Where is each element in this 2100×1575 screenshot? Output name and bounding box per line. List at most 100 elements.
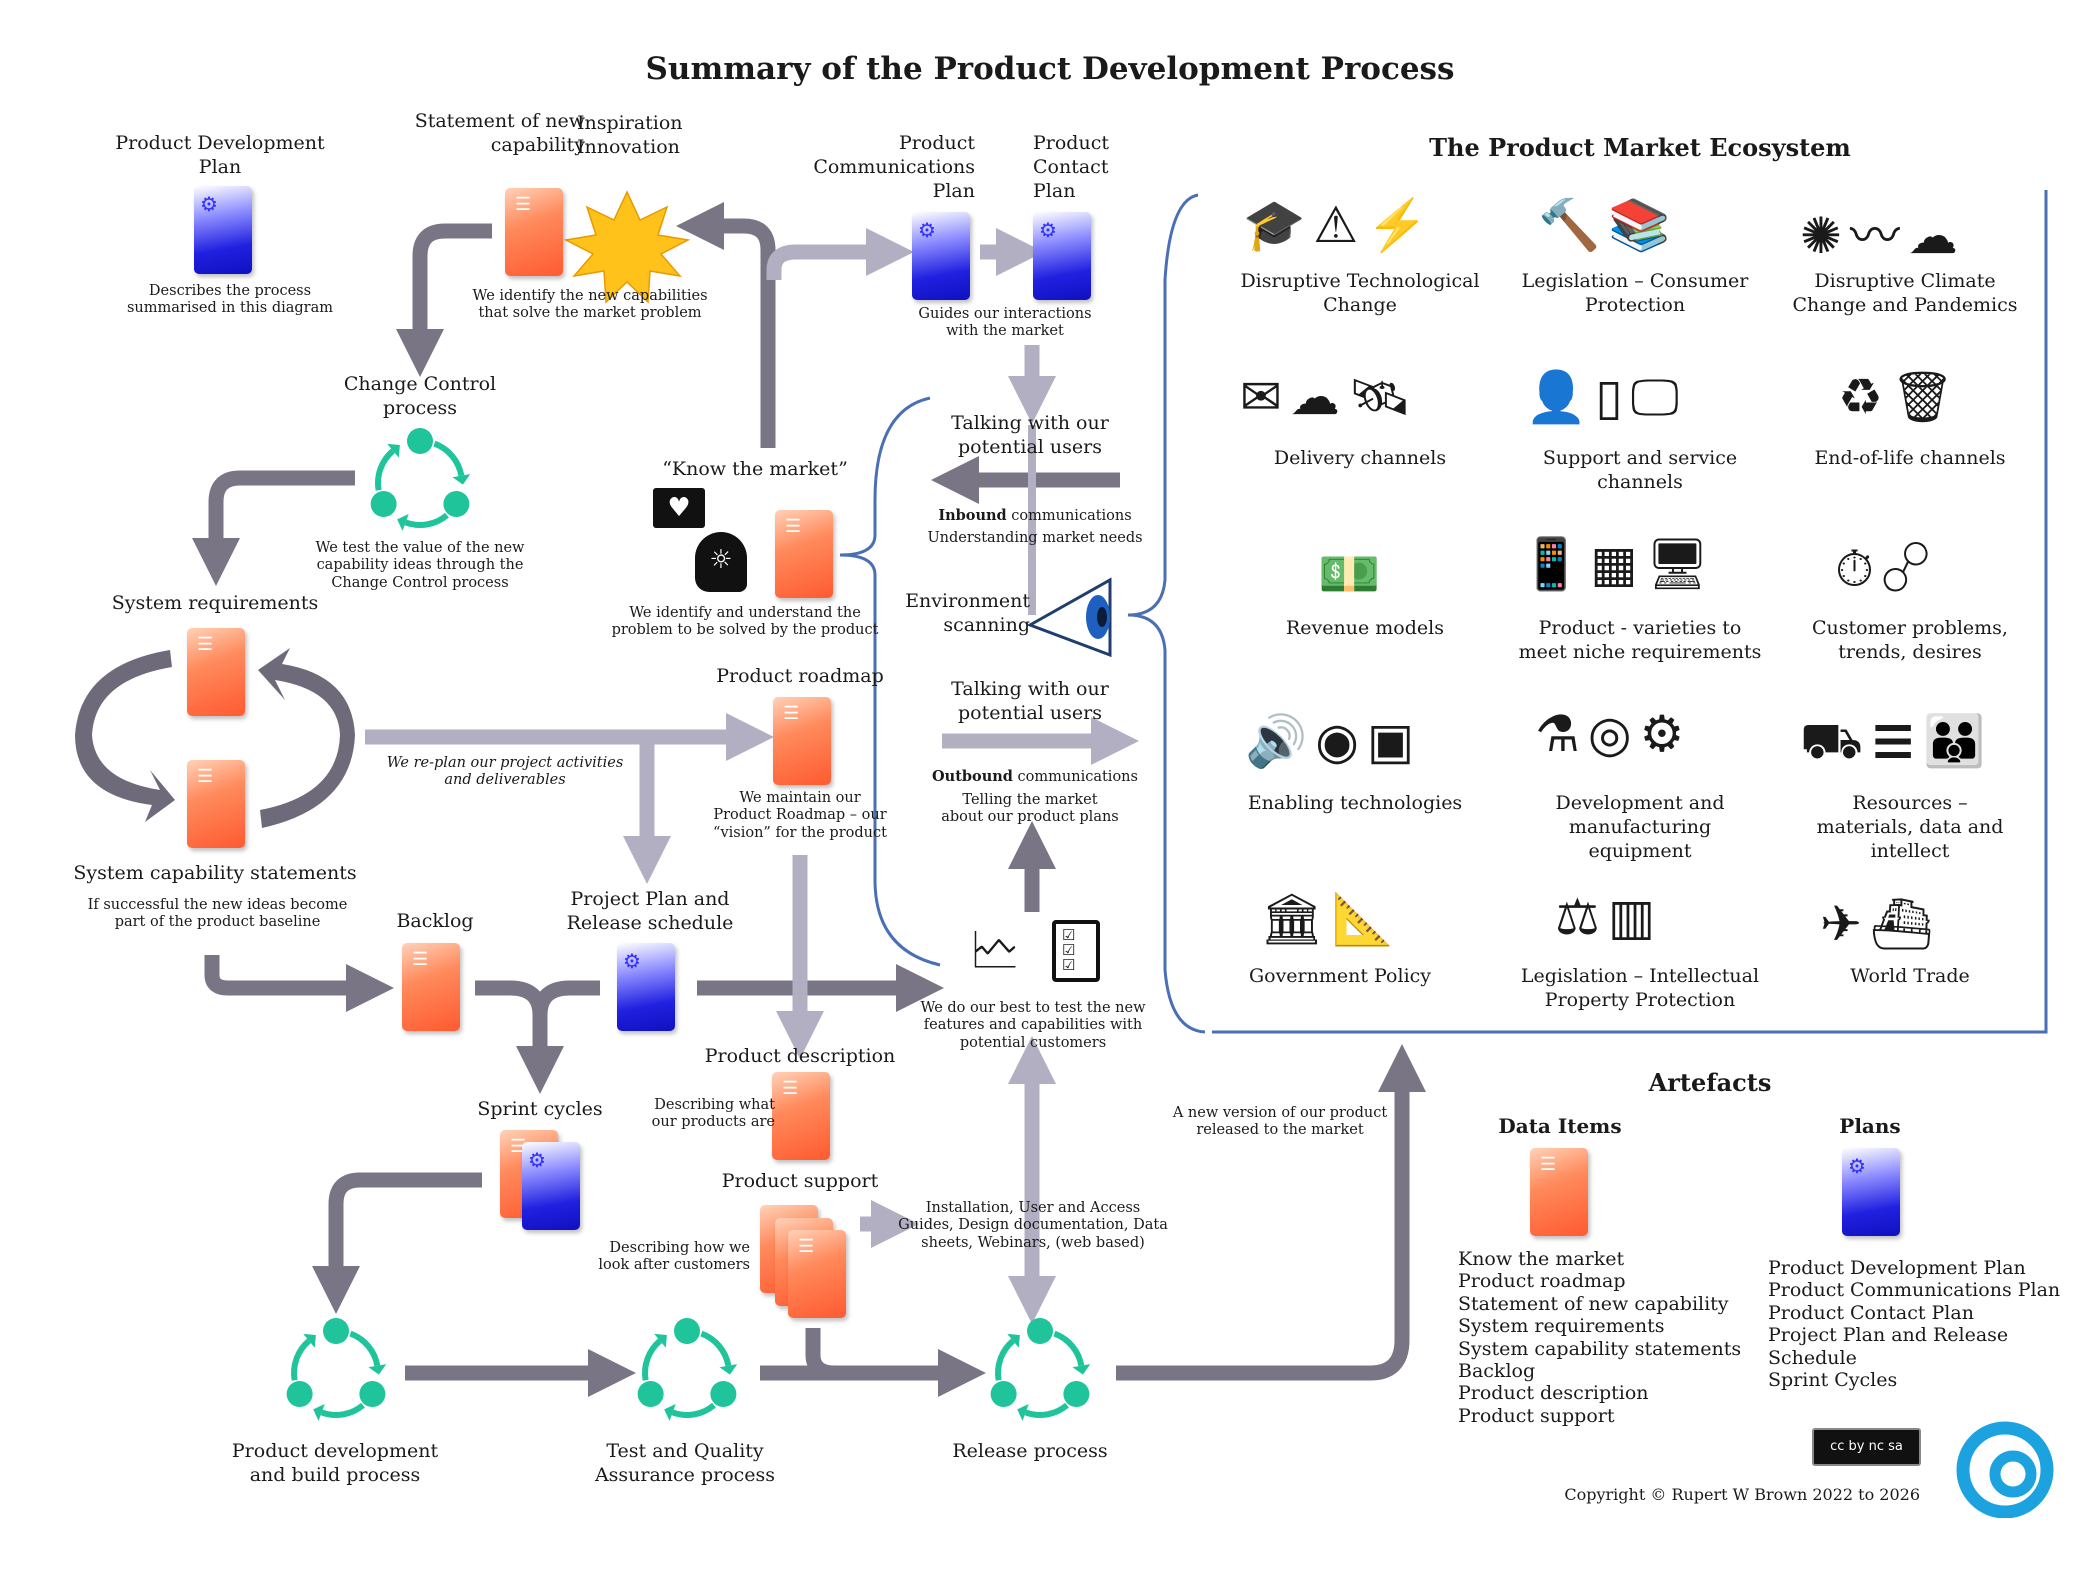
- plan-doc-icon: ⚙: [522, 1142, 580, 1230]
- ecosystem-title: The Product Market Ecosystem: [1429, 133, 1851, 162]
- eco-item-government: Government Policy: [1248, 965, 1432, 987]
- system-capability-label: System capability statements: [73, 862, 357, 884]
- eco-item-resources: Resources – materials, data and intellec…: [1816, 792, 2004, 862]
- eco-item-climate: Disruptive Climate Change and Pandemics: [1792, 270, 2018, 316]
- enabling-tech-icons: 🔊◉▣: [1245, 712, 1423, 770]
- plan-doc-icon: ⚙: [1033, 212, 1091, 300]
- talking-top-label: Talking with our potential users: [951, 412, 1109, 458]
- project-plan-label: Project Plan and Release schedule: [566, 888, 734, 934]
- arrow-capability-to-backlog: [204, 955, 395, 1013]
- roadmap-label: Product roadmap: [716, 665, 884, 687]
- ecosystem-frame: [1212, 190, 2048, 1034]
- talking-bottom-label: Talking with our potential users: [951, 678, 1109, 724]
- inbound-label: Inbound communications: [938, 507, 1132, 524]
- consumer-legislation-icons: 🔨📚: [1538, 196, 1679, 254]
- pdp-label: Product Development Plan: [115, 132, 325, 178]
- data-items-list: Know the market Product roadmap Statemen…: [1458, 1248, 1742, 1427]
- replan-caption: We re-plan our project activities and de…: [386, 755, 624, 789]
- contact-plan-label: Product Contact Plan: [1033, 132, 1109, 202]
- eco-item-customer-problems: Customer problems, trends, desires: [1812, 617, 2008, 663]
- comms-plan-label: Product Communications Plan: [813, 132, 975, 202]
- presenter-icon: 🗠: [970, 921, 1021, 979]
- inbound-sub: Understanding market needs: [927, 530, 1143, 546]
- arrow-to-comms-plan: [766, 227, 915, 280]
- qa-process-label: Test and Quality Assurance process: [594, 1440, 776, 1486]
- product-support-label: Product support: [721, 1170, 879, 1192]
- outbound-sub: Telling the market about our product pla…: [941, 792, 1119, 826]
- know-market-label: “Know the market”: [662, 458, 848, 480]
- government-icons: 🏛📐: [1260, 890, 1402, 948]
- data-doc-icon: ☰: [772, 1072, 830, 1160]
- arrow-know-market-to-inspiration: [675, 201, 776, 448]
- requirements-cycle-right: [258, 648, 355, 828]
- support-channel-icons: 👤▯🖵: [1525, 368, 1687, 426]
- eco-item-consumer-protection: Legislation – Consumer Protection: [1521, 270, 1749, 316]
- eco-item-ip-protection: Legislation – Intellectual Property Prot…: [1520, 965, 1760, 1011]
- data-doc-icon: ☰: [775, 510, 833, 598]
- system-capability-caption: If successful the new ideas become part …: [87, 897, 348, 931]
- arrow-sprint-to-build: [311, 1172, 482, 1315]
- build-process-label: Product development and build process: [231, 1440, 439, 1486]
- statement-label: Statement of new capability: [414, 110, 585, 156]
- qa-cycle-icon: [637, 1318, 738, 1421]
- arrow-support-to-release: [805, 1328, 836, 1381]
- data-doc-icon: ☰: [505, 188, 563, 276]
- revenue-icon: 💵: [1318, 545, 1381, 603]
- data-doc-icon: ☰: [773, 697, 831, 785]
- bracket-market-interactions: [839, 396, 941, 967]
- eco-item-disruptive-tech: Disruptive Technological Change: [1240, 270, 1480, 316]
- data-doc-icon: ☰: [187, 628, 245, 716]
- arrow-backlog-to-sprint: [475, 980, 565, 1095]
- product-support-caption: Describing how we look after customers: [598, 1240, 750, 1274]
- eco-item-enabling-tech: Enabling technologies: [1247, 792, 1463, 814]
- product-description-label: Product description: [704, 1045, 896, 1067]
- eye-icon: [1026, 577, 1112, 658]
- pdp-caption: Describes the process summarised in this…: [126, 283, 334, 317]
- comms-caption: Guides our interactions with the market: [918, 306, 1092, 340]
- checklist-icon: ☑☑☑: [1052, 920, 1100, 982]
- release-process-label: Release process: [952, 1440, 1108, 1462]
- change-control-label: Change Control process: [343, 373, 497, 419]
- data-doc-icon: ☰: [187, 760, 245, 848]
- logo-icon: [1955, 1418, 2055, 1519]
- head-idea-icon: ☼: [695, 532, 747, 592]
- inspiration-label: Inspiration Innovation: [577, 112, 683, 158]
- plan-doc-icon: ⚙: [194, 186, 252, 274]
- arrow-statement-to-change-control: [395, 223, 492, 378]
- installation-caption: Installation, User and Access Guides, De…: [898, 1200, 1168, 1251]
- eco-item-support: Support and service channels: [1542, 447, 1738, 493]
- test-caption: We do our best to test the new features …: [920, 1000, 1146, 1051]
- eco-item-end-of-life: End-of-life channels: [1814, 447, 2006, 469]
- statement-caption: We identify the new capabilities that so…: [472, 288, 708, 322]
- manufacturing-icons: ⚗◎⚙: [1535, 705, 1693, 763]
- page-title: Summary of the Product Development Proce…: [645, 51, 1455, 87]
- environment-scanning-label: Environment scanning: [905, 590, 1030, 636]
- plans-doc-icon: ⚙: [1842, 1148, 1900, 1236]
- eco-item-delivery: Delivery channels: [1273, 447, 1447, 469]
- change-control-cycle-icon: [370, 428, 471, 531]
- data-items-doc-icon: ☰: [1530, 1148, 1588, 1236]
- end-of-life-icons: ♻🗑: [1838, 368, 1963, 426]
- arrow-change-control-to-requirements: [191, 470, 355, 587]
- roadmap-caption: We maintain our Product Roadmap – our “v…: [713, 790, 887, 841]
- outbound-label: Outbound communications: [932, 768, 1138, 785]
- heart-chat-icon: ♥: [653, 488, 705, 528]
- data-doc-icon: ☰: [788, 1230, 846, 1318]
- delivery-channel-icons: ✉☁🛰: [1240, 368, 1420, 426]
- eco-item-revenue: Revenue models: [1286, 617, 1444, 639]
- eco-item-world-trade: World Trade: [1850, 965, 1970, 987]
- eco-item-product-varieties: Product - varieties to meet niche requir…: [1518, 617, 1762, 663]
- product-description-caption: Describing what our products are: [651, 1097, 775, 1131]
- cc-license-badge: cc by nc sa: [1812, 1428, 1921, 1466]
- sprint-label: Sprint cycles: [477, 1098, 603, 1120]
- release-cycle-icon: [990, 1318, 1091, 1421]
- data-doc-icon: ☰: [402, 943, 460, 1031]
- backlog-label: Backlog: [396, 910, 474, 932]
- data-items-title: Data Items: [1498, 1114, 1622, 1138]
- change-control-caption: We test the value of the new capability …: [315, 540, 525, 591]
- system-requirements-label: System requirements: [111, 592, 319, 614]
- eco-item-manufacturing: Development and manufacturing equipment: [1555, 792, 1725, 862]
- world-trade-icons: ✈⛴: [1820, 895, 1942, 953]
